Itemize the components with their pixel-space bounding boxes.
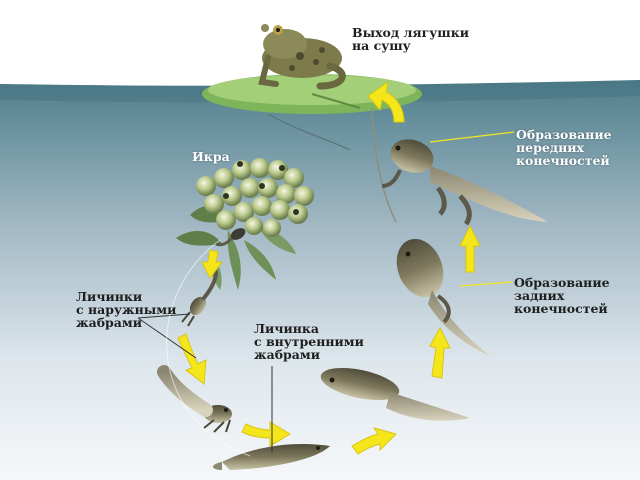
tadpole-icon [320,367,470,421]
frog-icon [258,24,346,90]
tadpole-icon [396,238,490,356]
cycle-arrow-icon [459,224,481,273]
label-front-limbs: Образование передних конечностей [516,127,612,168]
tadpole-icon [215,228,246,247]
lily-stem [371,107,397,223]
tadpole-icon [157,365,232,433]
pond-weed-line [267,113,351,151]
roe-cluster-icon [196,158,314,237]
label-internal-gills: Личинка с внутренними жабрами [254,321,364,362]
label-roe: Икра [192,149,230,164]
cycle-guide-curve [166,239,251,457]
label-frog-exit: Выход лягушки на сушу [352,25,470,53]
label-hind-limbs: Образование задних конечностей [514,275,610,316]
tadpole-icon [213,443,330,470]
tadpole-icon [381,139,548,226]
cycle-arrow-icon [201,249,223,279]
cycle-arrow-icon [367,80,405,123]
cycle-arrow-icon [351,427,397,455]
cycle-arrow-icon [177,333,207,385]
label-external-gills: Личинки с наружными жабрами [76,289,177,330]
tadpole-icon [181,270,218,327]
cycle-arrow-icon [429,326,451,379]
cycle-arrow-icon [241,421,291,447]
